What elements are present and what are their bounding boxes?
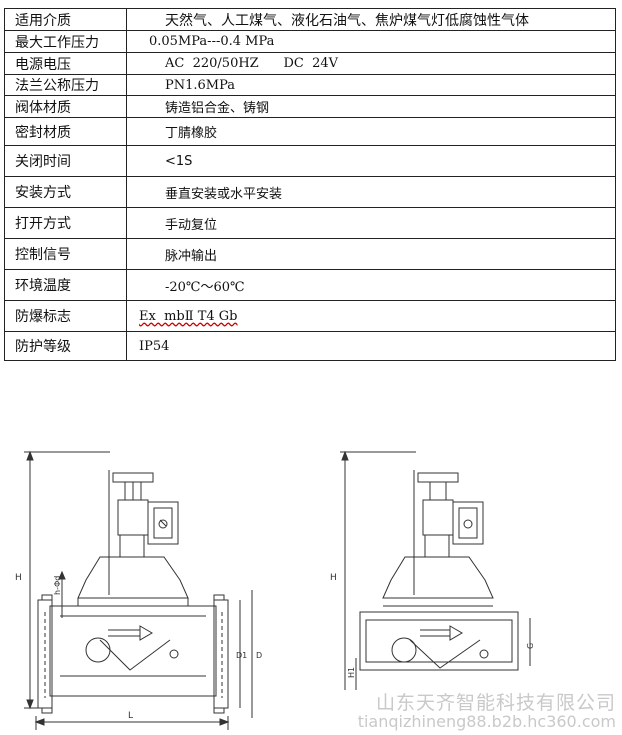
dim-h1: H1 — [347, 667, 356, 678]
spec-row-body-material: 阀体材质 铸造铝合金、铸钢 — [4, 95, 616, 118]
spec-value: 丁腈橡胶 — [126, 117, 616, 146]
dim-h-left: H — [15, 573, 22, 583]
right-valve-view: H H1 G — [330, 450, 535, 690]
valve-drawing: H h-Φd — [15, 450, 535, 730]
spec-value: 铸造铝合金、铸钢 — [126, 95, 616, 118]
spec-label: 最大工作压力 — [4, 30, 127, 53]
spec-value: -20℃～60℃ — [126, 269, 616, 301]
spec-label: 关闭时间 — [4, 145, 127, 177]
spec-row-control-signal: 控制信号 脉冲输出 — [4, 238, 616, 270]
spec-row-explosion-mark: 防爆标志 Ex mbⅡ T4 Gb — [4, 300, 616, 332]
spec-label: 打开方式 — [4, 207, 127, 239]
left-valve-view: H h-Φd — [15, 450, 262, 730]
dim-l: L — [128, 711, 133, 721]
spec-row-install: 安装方式 垂直安装或水平安装 — [4, 176, 616, 208]
spec-value: <1S — [126, 145, 616, 177]
spec-table: 适用介质 天然气、人工煤气、液化石油气、焦炉煤气灯低腐蚀性气体 最大工作压力 0… — [4, 8, 616, 361]
dim-hd: h-Φd — [53, 576, 62, 595]
spec-value: Ex mbⅡ T4 Gb — [126, 300, 616, 332]
spec-label: 密封材质 — [4, 117, 127, 146]
spec-row-voltage: 电源电压 AC 220/50HZ DC 24V — [4, 52, 616, 75]
spec-row-flange-pressure: 法兰公称压力 PN1.6MPa — [4, 74, 616, 96]
spec-row-seal-material: 密封材质 丁腈橡胶 — [4, 117, 616, 146]
spec-label: 电源电压 — [4, 52, 127, 75]
dim-d: D — [256, 651, 262, 660]
spec-value: PN1.6MPa — [126, 74, 616, 96]
spec-label: 安装方式 — [4, 176, 127, 208]
spec-value: 天然气、人工煤气、液化石油气、焦炉煤气灯低腐蚀性气体 — [126, 8, 616, 31]
dim-g: G — [526, 643, 535, 649]
spec-label: 防爆标志 — [4, 300, 127, 332]
spec-value: AC 220/50HZ DC 24V — [126, 52, 616, 75]
dim-h-right: H — [330, 573, 337, 583]
spec-value: 手动复位 — [126, 207, 616, 239]
spec-row-close-time: 关闭时间 <1S — [4, 145, 616, 177]
spec-row-ambient-temp: 环境温度 -20℃～60℃ — [4, 269, 616, 301]
spec-label: 防护等级 — [4, 331, 127, 361]
spec-row-max-pressure: 最大工作压力 0.05MPa---0.4 MPa — [4, 30, 616, 53]
spec-label: 适用介质 — [4, 8, 127, 31]
spec-value: 脉冲输出 — [126, 238, 616, 270]
dim-d1: D1 — [236, 651, 247, 660]
spec-label: 环境温度 — [4, 269, 127, 301]
spec-row-medium: 适用介质 天然气、人工煤气、液化石油气、焦炉煤气灯低腐蚀性气体 — [4, 8, 616, 31]
spec-row-open-mode: 打开方式 手动复位 — [4, 207, 616, 239]
spec-label: 阀体材质 — [4, 95, 127, 118]
watermark-company: 山东天齐智能科技有限公司 — [375, 692, 616, 714]
spec-value: 0.05MPa---0.4 MPa — [126, 30, 616, 53]
spec-value: IP54 — [126, 331, 616, 361]
spec-label: 法兰公称压力 — [4, 74, 127, 96]
spec-row-protection: 防护等级 IP54 — [4, 331, 616, 361]
watermark-url: tianqizhineng88.b2b.hc360.com — [357, 712, 616, 731]
spec-label: 控制信号 — [4, 238, 127, 270]
spec-value: 垂直安装或水平安装 — [126, 176, 616, 208]
